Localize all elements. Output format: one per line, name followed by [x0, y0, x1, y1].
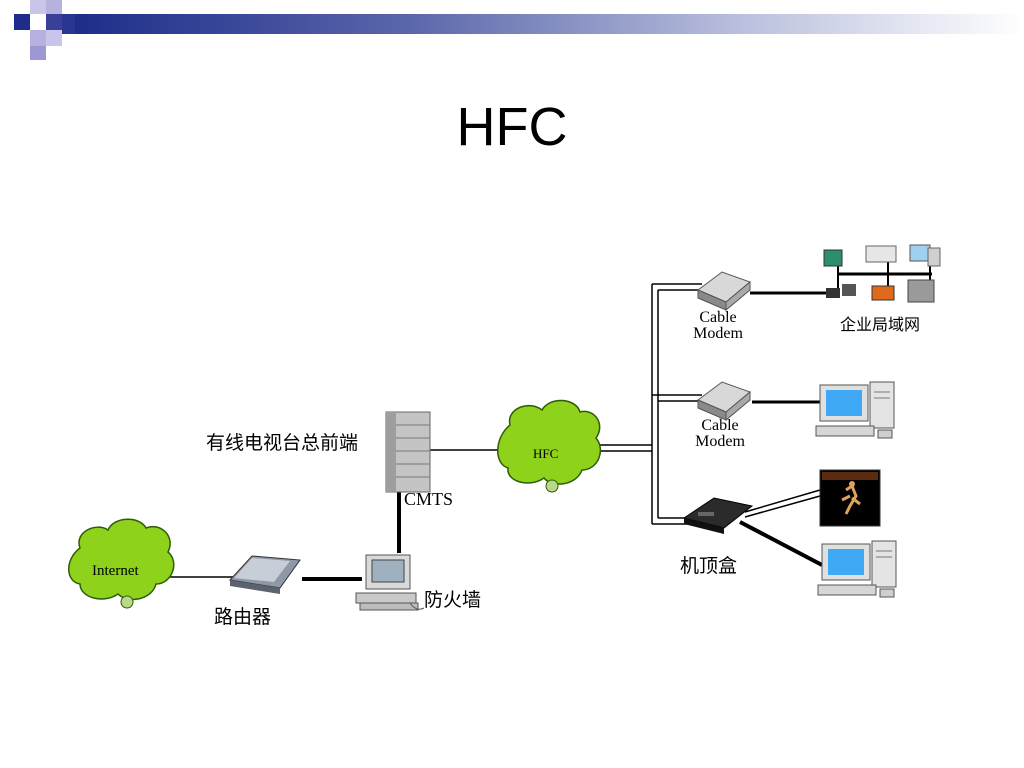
line-stb-tv-a: [744, 489, 821, 513]
connection-lines: [168, 283, 826, 581]
decor-square-lilac-5: [30, 46, 46, 60]
slide-title: HFC: [456, 97, 568, 157]
internet-cloud-label: Internet: [92, 563, 139, 579]
tv-screen-icon: [819, 469, 881, 527]
line-stb-tv-b: [744, 495, 821, 518]
decor-square-lilac-1: [30, 0, 46, 14]
router-label: 路由器: [214, 606, 272, 628]
decor-square-navy-3: [62, 14, 75, 34]
cmts-label: CMTS: [404, 489, 454, 509]
decor-square-lilac-3: [30, 30, 46, 46]
decor-square-navy-2: [46, 14, 62, 30]
cable-modem-2-line1: Cable: [701, 417, 739, 434]
hfc-cloud-icon: [497, 399, 602, 493]
cable-modem-2-label: Cable Modem: [688, 418, 752, 450]
hfc-cloud-label: HFC: [533, 446, 559, 461]
router-icon: [229, 555, 301, 594]
decor-square-lilac-2: [46, 0, 62, 14]
cable-modem-2-line2: Modem: [695, 433, 745, 450]
cable-modem-1-label: Cable Modem: [686, 310, 750, 342]
firewall-pc-icon: [355, 554, 425, 611]
cable-modem-1-line2: Modem: [693, 325, 743, 342]
headend-label: 有线电视台总前端: [206, 432, 359, 454]
internet-cloud-icon: [68, 518, 175, 609]
cable-modem-1-line1: Cable: [699, 309, 737, 326]
set-top-box-label: 机顶盒: [680, 555, 738, 577]
line-stb-pc: [739, 520, 823, 567]
enterprise-lan-label: 企业局域网: [840, 315, 921, 334]
slide-header-bar: [0, 0, 1024, 62]
lan-network-icon: [823, 244, 941, 303]
cmts-rack-icon: [385, 411, 431, 493]
cable-modem-icon-1: [697, 271, 751, 312]
decor-square-navy-1: [14, 14, 30, 30]
set-top-box-icon: [682, 497, 754, 534]
decor-square-lilac-4: [46, 30, 62, 46]
firewall-label: 防火墙: [424, 589, 482, 611]
desktop-pc-icon-1: [815, 381, 895, 439]
cable-modem-icon-2: [697, 381, 751, 422]
header-gradient-bar: [75, 14, 1024, 34]
desktop-pc-icon-2: [817, 540, 897, 598]
